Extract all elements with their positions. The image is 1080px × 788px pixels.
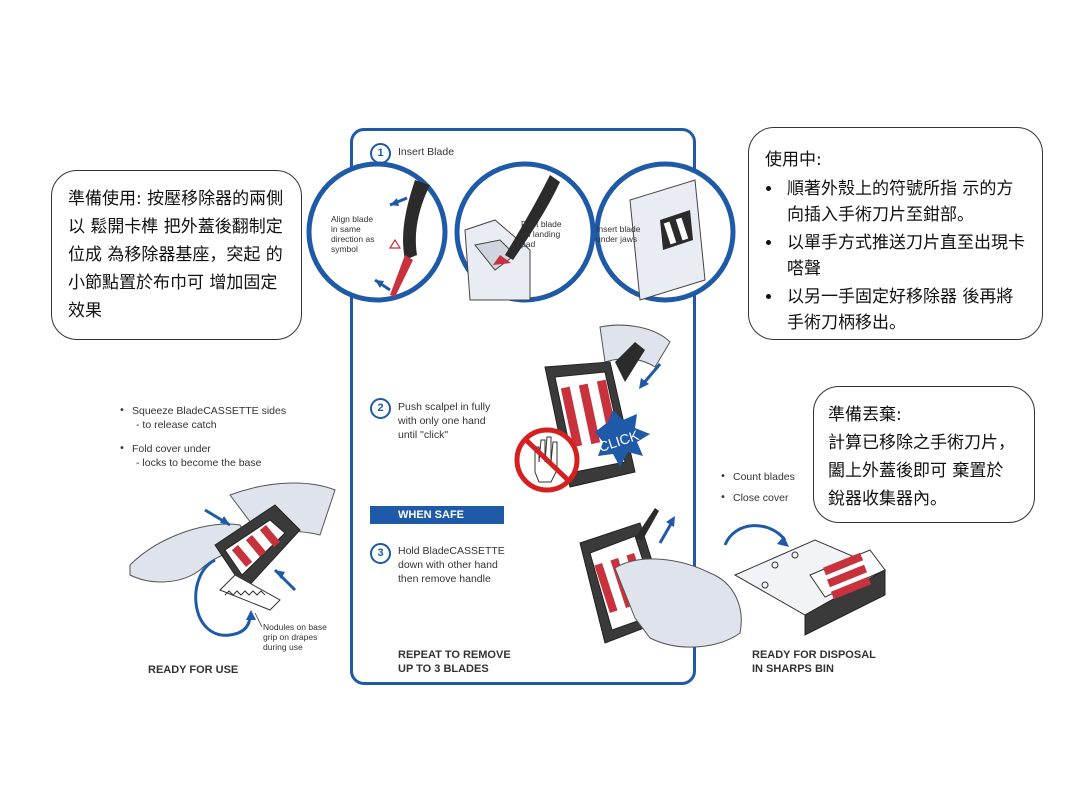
- nodules-line2: grip on drapes: [263, 632, 318, 642]
- callout-disposal-body: 計算已移除之手術刀片，闔上外蓋後即可 棄置於銳器收集器內。: [828, 433, 1015, 509]
- left-bullet1-line2: - to release catch: [136, 419, 217, 431]
- callout-in-use-item: 順著外殼上的符號所指 示的方向插入手術刀片至鉗部。: [783, 176, 1026, 228]
- circle3-line2: under jaws: [596, 234, 638, 244]
- disposal-footer-line1: READY FOR DISPOSAL: [752, 649, 876, 661]
- circle3-line1: Insert blade: [596, 224, 641, 234]
- insert-blade-circles: [306, 161, 736, 303]
- circle1-line3: direction as: [331, 234, 375, 244]
- callout-in-use-item: 以另一手固定好移除器 後再將手術刀柄移出。: [783, 284, 1026, 336]
- nodules-line1: Nodules on base: [263, 622, 327, 632]
- bullet-dot: •: [720, 492, 726, 503]
- repeat-footer-line1: REPEAT TO REMOVE: [398, 649, 511, 661]
- left-bullet2-line1: Fold cover under: [132, 443, 211, 455]
- step3-number: 3: [370, 543, 391, 564]
- circle2-line2: on landing: [521, 229, 561, 239]
- bullet-dot: •: [119, 443, 125, 454]
- remove-handle-illustration: [579, 508, 742, 648]
- disposal-footer-line2: IN SHARPS BIN: [752, 663, 834, 675]
- repeat-footer-line2: UP TO 3 BLADES: [398, 663, 489, 675]
- step3-line3: then remove handle: [398, 573, 491, 585]
- circle2-line1: Rest blade: [521, 219, 562, 229]
- circle1-line2: in same: [331, 224, 361, 234]
- step2-line1: Push scalpel in fully: [398, 401, 491, 413]
- callout-in-use-item: 以單手方式推送刀片直至出現卡嗒聲: [783, 230, 1026, 282]
- callout-disposal-title: 準備丟棄:: [828, 405, 902, 425]
- callout-prepare-text: 準備使用: 按壓移除器的兩側以 鬆開卡榫 把外蓋後翻制定位成 為移除器基座，突起…: [68, 189, 284, 321]
- instruction-frame: [350, 128, 696, 685]
- ready-for-use-illustration: [129, 482, 336, 637]
- step3-line1: Hold BladeCASSETTE: [398, 545, 505, 557]
- step3-line2: down with other hand: [398, 559, 498, 571]
- step2-number: 2: [370, 398, 391, 419]
- step2-line2: with only one hand: [398, 415, 486, 427]
- step1-label: Insert Blade: [398, 146, 455, 158]
- ready-for-use-label: READY FOR USE: [148, 664, 239, 676]
- nodules-line3: during use: [263, 642, 303, 652]
- right-bullet1: Count blades: [733, 471, 795, 483]
- circle1-line4: symbol: [331, 244, 358, 254]
- bullet-dot: •: [720, 471, 726, 482]
- right-bullet2: Close cover: [733, 492, 789, 504]
- when-safe-banner: WHEN SAFE: [370, 506, 504, 524]
- callout-prepare: 準備使用: 按壓移除器的兩側以 鬆開卡榫 把外蓋後翻制定位成 為移除器基座，突起…: [51, 170, 302, 340]
- left-bullet2-line2: - locks to become the base: [136, 457, 262, 469]
- ready-for-disposal-illustration: [723, 524, 887, 636]
- callout-in-use-title: 使用中:: [765, 150, 822, 170]
- callout-disposal: 準備丟棄: 計算已移除之手術刀片，闔上外蓋後即可 棄置於銳器收集器內。: [813, 386, 1035, 523]
- step2-line3: until "click": [398, 429, 449, 441]
- bullet-dot: •: [119, 405, 125, 416]
- callout-in-use-list: 順著外殼上的符號所指 示的方向插入手術刀片至鉗部。 以單手方式推送刀片直至出現卡…: [765, 176, 1026, 336]
- push-scalpel-illustration: [514, 324, 671, 493]
- callout-in-use: 使用中: 順著外殼上的符號所指 示的方向插入手術刀片至鉗部。 以單手方式推送刀片…: [748, 127, 1043, 340]
- left-bullet1-line1: Squeeze BladeCASSETTE sides: [132, 405, 287, 417]
- circle1-line1: Align blade: [331, 214, 374, 224]
- circle2-line3: pad: [521, 239, 536, 249]
